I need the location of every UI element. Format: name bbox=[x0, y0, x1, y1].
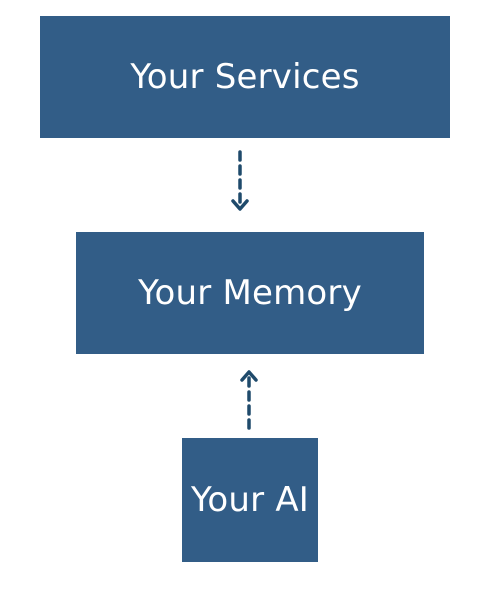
node-your-memory: Your Memory bbox=[76, 232, 424, 354]
node-your-services: Your Services bbox=[40, 16, 450, 138]
node-your-ai: Your AI bbox=[182, 438, 318, 562]
node-label-memory: Your Memory bbox=[138, 273, 362, 313]
arrow-services-to-memory bbox=[231, 150, 249, 211]
node-label-ai: Your AI bbox=[190, 480, 310, 520]
arrow-ai-to-memory bbox=[240, 370, 258, 432]
node-label-services: Your Services bbox=[130, 57, 360, 97]
